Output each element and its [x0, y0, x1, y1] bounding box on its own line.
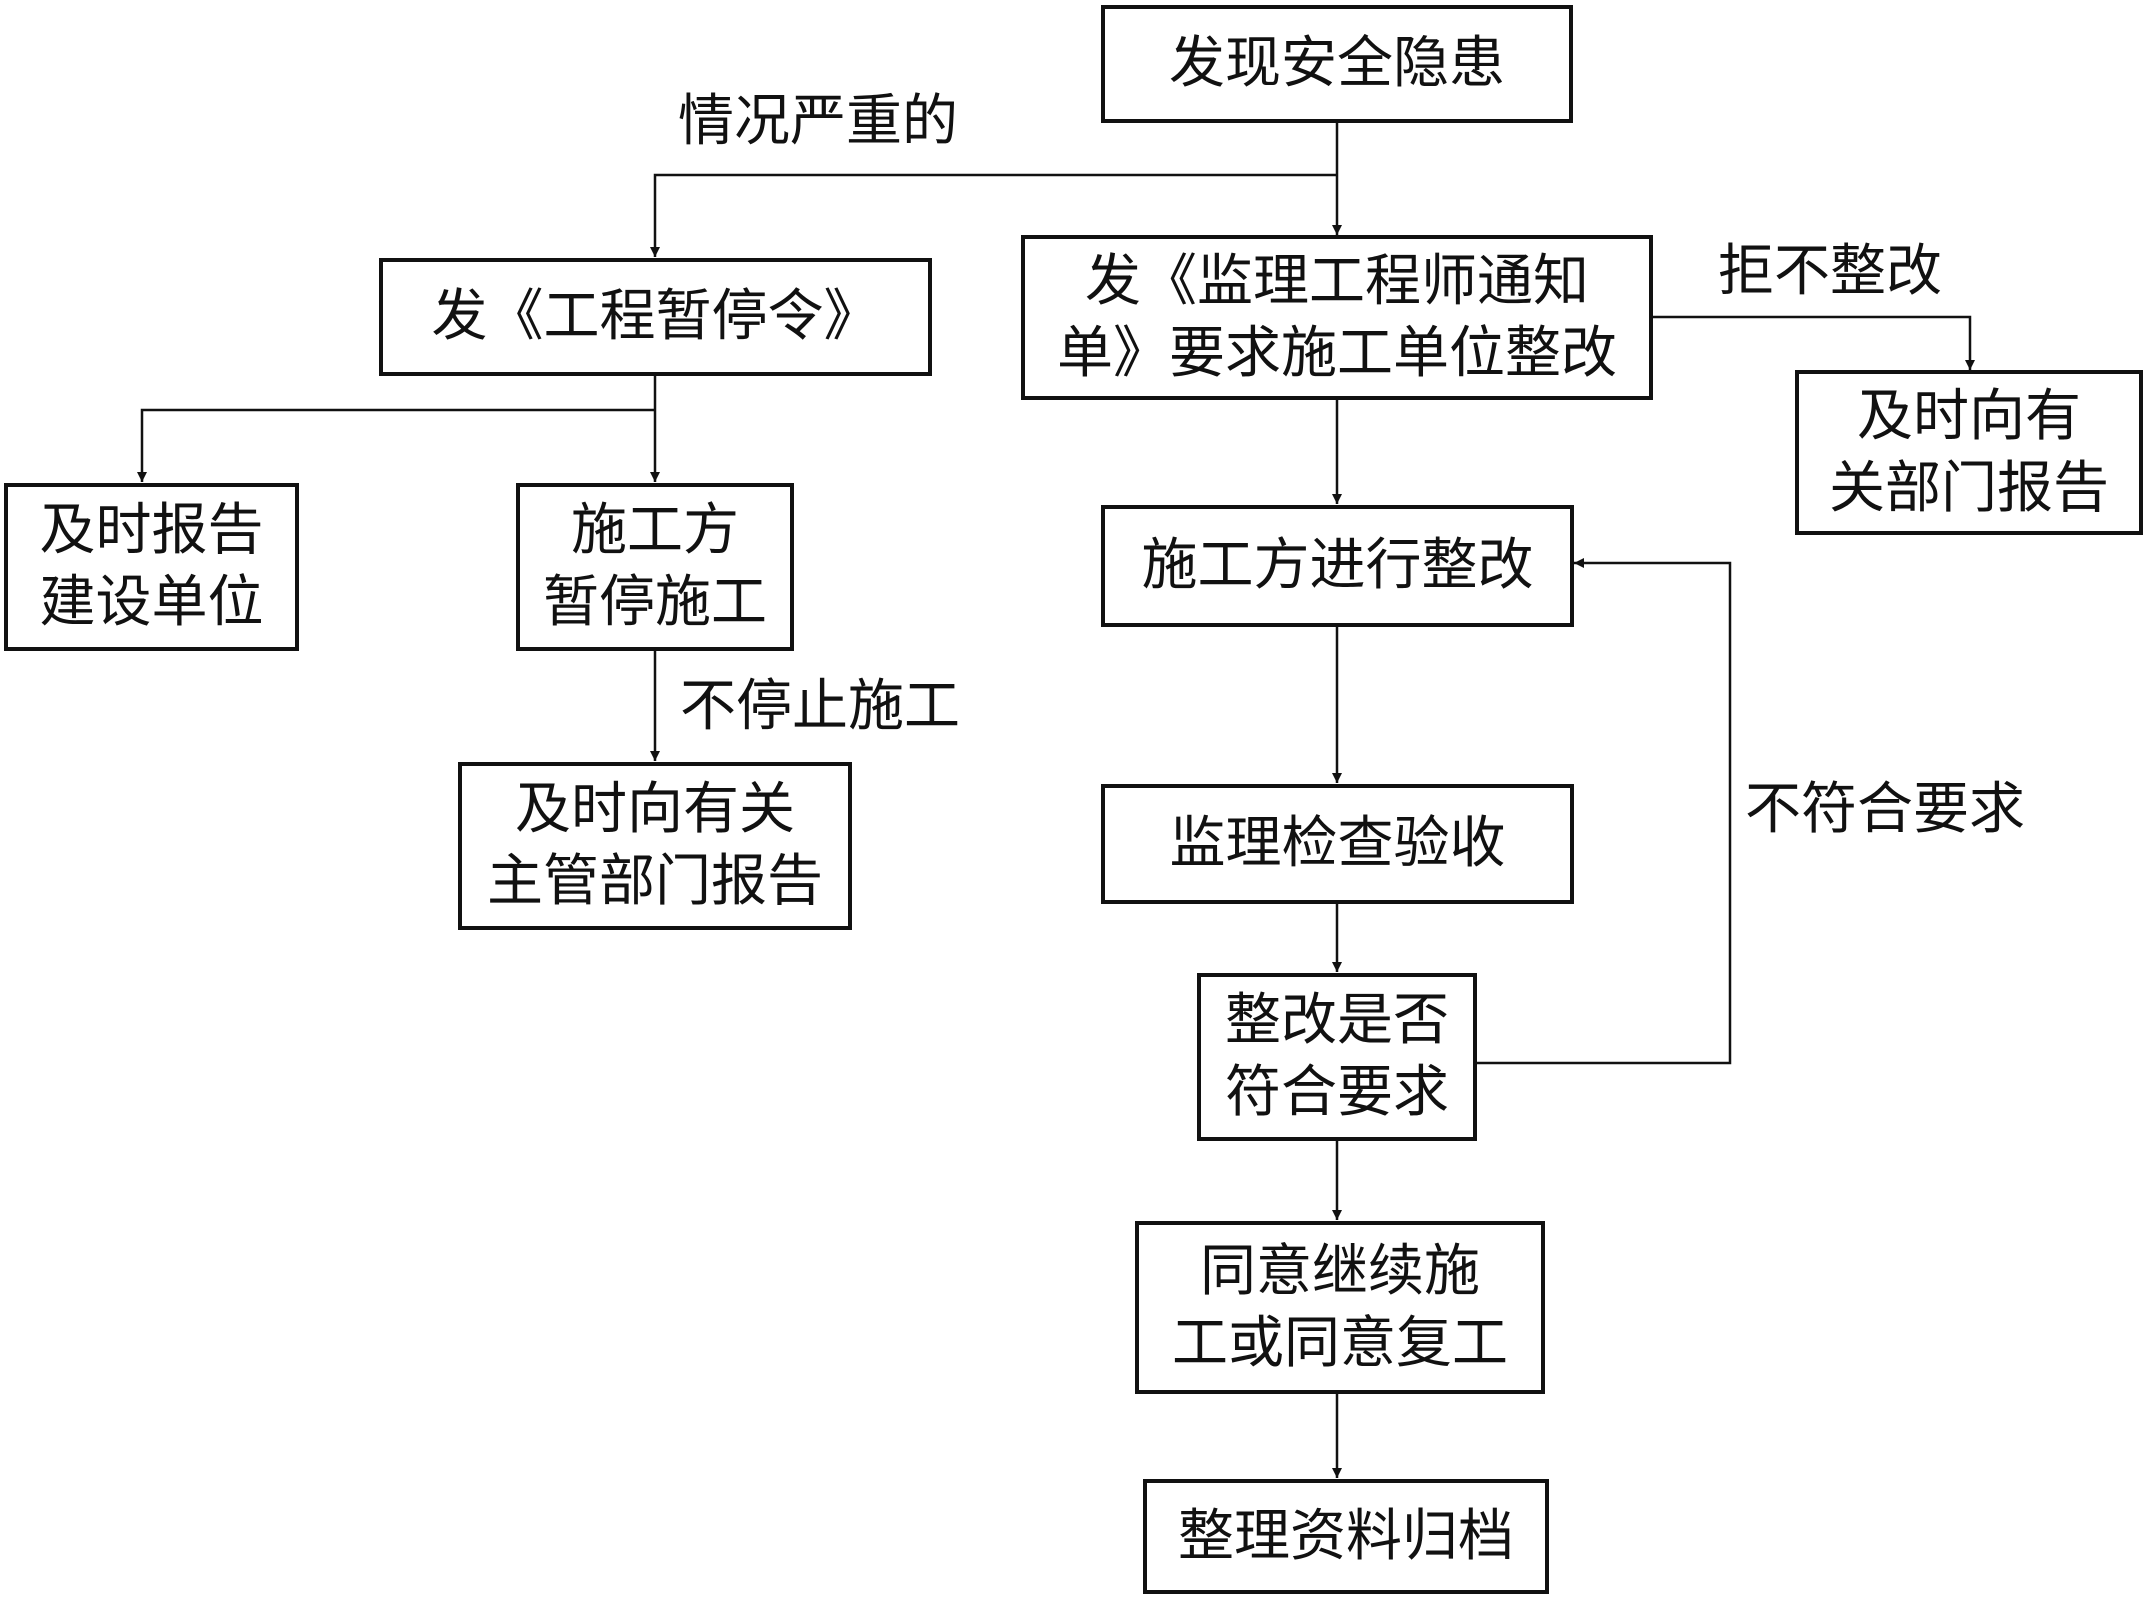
node-report-owner-line1: 及时报告: [39, 498, 264, 563]
node-approve-resume: 同意继续施 工或同意复工: [1135, 1221, 1545, 1394]
node-archive-records: 整理资料归档: [1143, 1479, 1549, 1594]
node-supervisor-notice-line2: 单》要求施工单位整改: [1057, 320, 1617, 386]
node-contractor-pause-line2: 暂停施工: [543, 570, 767, 635]
node-supervisor-notice-line1: 发《监理工程师通知: [1085, 248, 1589, 314]
node-supervisor-inspect: 监理检查验收: [1101, 784, 1574, 904]
node-stop-order-text: 发《工程暂停令》: [431, 284, 880, 349]
node-contractor-rectify-text: 施工方进行整改: [1141, 533, 1534, 598]
node-supervisor-notice: 发《监理工程师通知 单》要求施工单位整改: [1021, 235, 1653, 400]
node-report-dept-left-line1: 及时向有关: [515, 777, 795, 842]
arrow-notice-to-report-dept: [1650, 315, 1975, 370]
edge-label-refuse: 拒不整改: [1718, 239, 1942, 304]
node-report-owner: 及时报告 建设单位: [4, 483, 299, 651]
node-discover-hazard-text: 发现安全隐患: [1169, 31, 1505, 96]
node-report-dept-left-line2: 主管部门报告: [487, 849, 823, 914]
arrow-check-back-to-rectify: [1477, 558, 1732, 1065]
node-compliance-check-line2: 符合要求: [1225, 1060, 1449, 1125]
node-report-dept-right: 及时向有 关部门报告: [1795, 370, 2143, 535]
node-archive-records-text: 整理资料归档: [1178, 1503, 1514, 1569]
node-contractor-pause-line1: 施工方: [571, 498, 739, 563]
node-compliance-check-line1: 整改是否: [1225, 988, 1449, 1053]
node-report-dept-right-line2: 关部门报告: [1829, 455, 2109, 521]
node-contractor-rectify: 施工方进行整改: [1101, 505, 1574, 627]
edge-label-not-stop: 不停止施工: [680, 674, 960, 739]
node-report-dept-left: 及时向有关 主管部门报告: [458, 762, 852, 930]
node-discover-hazard: 发现安全隐患: [1101, 5, 1573, 123]
arrow-stop-order-to-report-owner: [137, 408, 655, 482]
node-compliance-check: 整改是否 符合要求: [1197, 973, 1477, 1141]
node-approve-resume-line1: 同意继续施: [1200, 1238, 1480, 1304]
node-contractor-pause: 施工方 暂停施工: [516, 483, 794, 651]
node-supervisor-inspect-text: 监理检查验收: [1169, 811, 1506, 876]
node-report-dept-right-line1: 及时向有: [1857, 383, 2081, 449]
node-stop-order: 发《工程暂停令》: [379, 258, 932, 376]
node-approve-resume-line2: 工或同意复工: [1172, 1310, 1508, 1376]
edge-label-not-ok: 不符合要求: [1745, 777, 2025, 842]
edge-label-serious: 情况严重的: [678, 89, 958, 154]
node-report-owner-line2: 建设单位: [39, 570, 264, 635]
arrow-discover-to-stop-order: [650, 173, 1337, 257]
